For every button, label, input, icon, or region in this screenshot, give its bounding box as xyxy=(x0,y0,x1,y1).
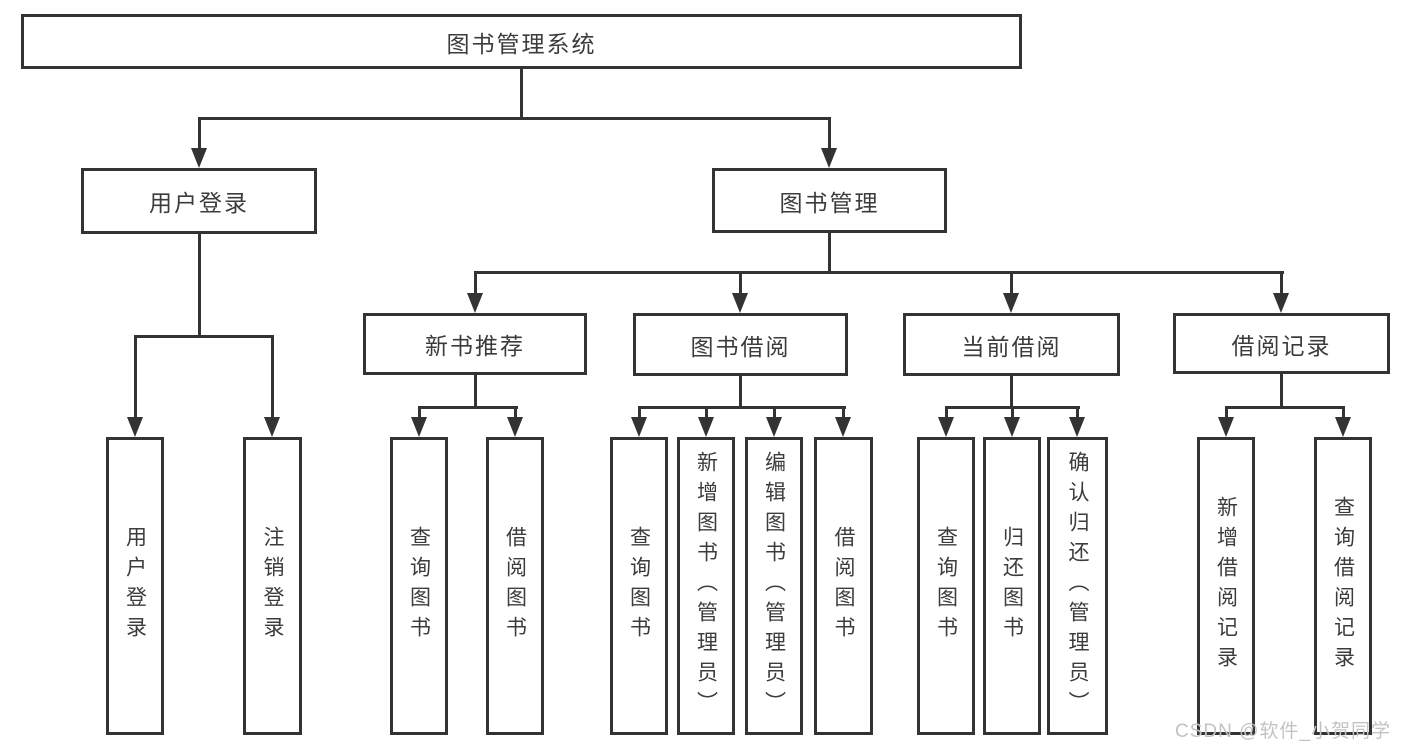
connector-line xyxy=(474,271,1284,274)
arrow-down-icon xyxy=(467,293,483,313)
connector-line xyxy=(418,406,518,409)
connector-line xyxy=(474,271,477,297)
leaf-user-login-label: 用户登录 xyxy=(123,526,147,646)
connector-line xyxy=(1342,406,1345,421)
leaf-logout: 注销登录 xyxy=(243,437,302,735)
leaf-query-book-borrow-label: 查询图书 xyxy=(627,526,651,646)
leaf-query-book-recommend: 查询图书 xyxy=(390,437,448,735)
connector-line xyxy=(418,406,421,421)
leaf-add-borrow-record-label: 新增借阅记录 xyxy=(1214,496,1238,676)
leaf-return-book-label: 归还图书 xyxy=(1000,526,1024,646)
connector-line xyxy=(828,117,831,152)
leaf-logout-label: 注销登录 xyxy=(261,526,284,646)
connector-line xyxy=(1011,406,1014,421)
leaf-add-book-admin: 新增图书（管理员） xyxy=(677,437,735,735)
node-root: 图书管理系统 xyxy=(21,14,1022,69)
node-borrow-records-label: 借阅记录 xyxy=(1231,332,1332,359)
arrow-down-icon xyxy=(766,417,782,437)
connector-line xyxy=(638,406,846,409)
arrow-down-icon xyxy=(938,417,954,437)
connector-line xyxy=(739,271,742,297)
node-book-management: 图书管理 xyxy=(712,168,947,233)
leaf-confirm-return-admin: 确认归还（管理员） xyxy=(1047,437,1108,735)
leaf-confirm-return-admin-label: 确认归还（管理员） xyxy=(1066,451,1089,721)
node-book-management-label: 图书管理 xyxy=(779,189,880,216)
leaf-query-book-recommend-label: 查询图书 xyxy=(407,526,431,646)
leaf-add-book-admin-label: 新增图书（管理员） xyxy=(694,451,718,721)
leaf-query-book-current: 查询图书 xyxy=(917,437,975,735)
connector-line xyxy=(520,69,523,119)
leaf-query-book-borrow: 查询图书 xyxy=(610,437,668,735)
connector-line xyxy=(1280,271,1283,297)
arrow-down-icon xyxy=(411,417,427,437)
connector-line xyxy=(1225,406,1228,421)
leaf-borrow-book-recommend: 借阅图书 xyxy=(486,437,544,735)
connector-line xyxy=(474,375,477,409)
leaf-query-borrow-record-label: 查询借阅记录 xyxy=(1331,496,1355,676)
arrow-down-icon xyxy=(631,417,647,437)
node-book-borrow: 图书借阅 xyxy=(633,313,848,376)
leaf-borrow-book-recommend-label: 借阅图书 xyxy=(503,526,527,646)
arrow-down-icon xyxy=(1004,417,1020,437)
connector-line xyxy=(739,376,742,409)
connector-line xyxy=(198,234,201,338)
connector-line xyxy=(1010,376,1013,409)
connector-line xyxy=(198,117,831,120)
leaf-edit-book-admin: 编辑图书（管理员） xyxy=(745,437,803,735)
leaf-return-book: 归还图书 xyxy=(983,437,1041,735)
arrow-down-icon xyxy=(127,417,143,437)
connector-line xyxy=(1076,406,1079,421)
arrow-down-icon xyxy=(1218,417,1234,437)
watermark: CSDN @软件_小贺同学 xyxy=(1175,721,1391,742)
node-user-login: 用户登录 xyxy=(81,168,317,234)
node-current-borrow: 当前借阅 xyxy=(903,313,1120,376)
connector-line xyxy=(1010,271,1013,297)
arrow-down-icon xyxy=(732,293,748,313)
connector-line xyxy=(1280,374,1283,409)
connector-line xyxy=(198,117,201,152)
connector-line xyxy=(945,406,948,421)
node-borrow-records: 借阅记录 xyxy=(1173,313,1390,374)
node-new-book-recommend-label: 新书推荐 xyxy=(425,333,525,359)
connector-line xyxy=(705,406,708,421)
arrow-down-icon xyxy=(1069,417,1085,437)
node-book-borrow-label: 图书借阅 xyxy=(690,333,791,360)
arrow-down-icon xyxy=(835,417,851,437)
connector-line xyxy=(271,335,274,421)
connector-line xyxy=(842,406,845,421)
leaf-query-book-current-label: 查询图书 xyxy=(934,526,958,646)
node-user-login-label: 用户登录 xyxy=(149,190,249,216)
leaf-borrow-book: 借阅图书 xyxy=(814,437,873,735)
leaf-borrow-book-label: 借阅图书 xyxy=(832,526,855,646)
connector-line xyxy=(514,406,517,421)
arrow-down-icon xyxy=(264,417,280,437)
arrow-down-icon xyxy=(1003,293,1019,313)
connector-line xyxy=(638,406,641,421)
connector-line xyxy=(828,233,831,274)
node-new-book-recommend: 新书推荐 xyxy=(363,313,587,375)
leaf-add-borrow-record: 新增借阅记录 xyxy=(1197,437,1255,735)
arrow-down-icon xyxy=(191,148,207,168)
connector-line xyxy=(134,335,137,421)
leaf-user-login: 用户登录 xyxy=(106,437,164,735)
node-current-borrow-label: 当前借阅 xyxy=(961,333,1062,360)
connector-line xyxy=(134,335,274,338)
arrow-down-icon xyxy=(821,148,837,168)
arrow-down-icon xyxy=(507,417,523,437)
arrow-down-icon xyxy=(698,417,714,437)
leaf-query-borrow-record: 查询借阅记录 xyxy=(1314,437,1372,735)
node-root-label: 图书管理系统 xyxy=(446,30,597,57)
leaf-edit-book-admin-label: 编辑图书（管理员） xyxy=(762,451,786,721)
connector-line xyxy=(773,406,776,421)
arrow-down-icon xyxy=(1273,293,1289,313)
arrow-down-icon xyxy=(1335,417,1351,437)
connector-line xyxy=(1225,406,1345,409)
